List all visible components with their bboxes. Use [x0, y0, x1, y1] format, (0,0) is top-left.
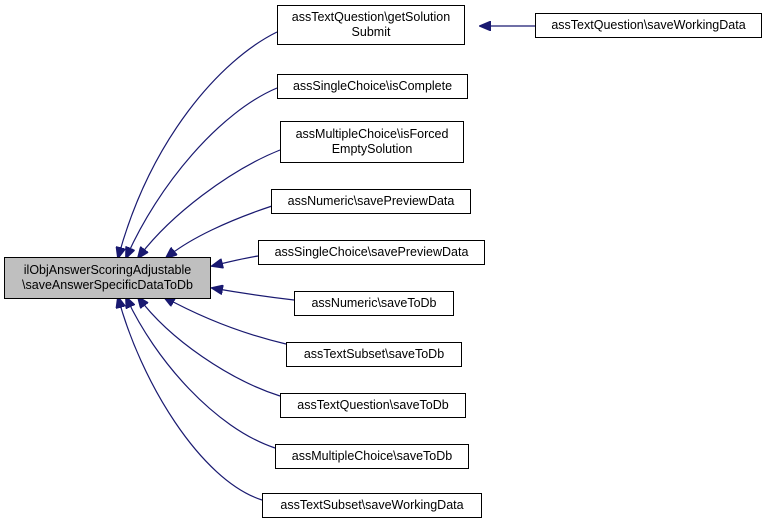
edge-multiplechoice-isforced — [138, 149, 281, 258]
caller-node-line1: assTextQuestion\saveToDb — [297, 398, 449, 412]
caller-node-textsubset-savetodb[interactable]: assTextSubset\saveToDb — [286, 342, 462, 367]
edge-getsolutionsubmit — [118, 31, 278, 258]
root-node[interactable]: ilObjAnswerScoringAdjustable \saveAnswer… — [4, 257, 211, 299]
caller-node-line1: assTextSubset\saveWorkingData — [280, 498, 464, 512]
caller-node-textsubset-saveworkingdata[interactable]: assTextSubset\saveWorkingData — [262, 493, 482, 518]
caller-node-line2: Submit — [351, 25, 391, 39]
edge-textsubset-savetodb — [164, 297, 287, 345]
second-level-node-line1: assTextQuestion\saveWorkingData — [551, 18, 746, 32]
edge-textquestion-savetodb — [138, 297, 281, 397]
caller-node-multiplechoice-savetodb[interactable]: assMultipleChoice\saveToDb — [275, 444, 469, 469]
caller-node-line1: assTextQuestion\getSolution — [291, 10, 451, 24]
edge-singlechoice-iscomplete — [126, 87, 278, 258]
caller-node-line1: assMultipleChoice\saveToDb — [291, 449, 453, 463]
caller-node-gettextquestion-getsolutionsubmit[interactable]: assTextQuestion\getSolution Submit — [277, 5, 465, 45]
caller-node-textquestion-savetodb[interactable]: assTextQuestion\saveToDb — [280, 393, 466, 418]
caller-node-numeric-savetodb[interactable]: assNumeric\saveToDb — [294, 291, 454, 316]
root-node-line1: ilObjAnswerScoringAdjustable — [23, 263, 192, 277]
caller-node-line1: assSingleChoice\savePreviewData — [274, 245, 469, 259]
caller-node-line2: EmptySolution — [331, 142, 413, 156]
caller-node-line1: assNumeric\saveToDb — [311, 296, 437, 310]
edge-numeric-savepreviewdata — [166, 205, 273, 258]
caller-node-line1: assSingleChoice\isComplete — [292, 79, 453, 93]
caller-node-line1: assNumeric\savePreviewData — [287, 194, 455, 208]
edge-multiplechoice-savetodb — [126, 297, 276, 449]
edge-textsubset-saveworkingdata — [118, 297, 263, 501]
second-level-node-textquestion-saveworkingdata[interactable]: assTextQuestion\saveWorkingData — [535, 13, 762, 38]
caller-node-singlechoice-iscomplete[interactable]: assSingleChoice\isComplete — [277, 74, 468, 99]
caller-node-multiplechoice-isforcedemptysolution[interactable]: assMultipleChoice\isForced EmptySolution — [280, 121, 464, 163]
caller-node-numeric-savepreviewdata[interactable]: assNumeric\savePreviewData — [271, 189, 471, 214]
root-node-line2: \saveAnswerSpecificDataToDb — [22, 278, 193, 292]
edge-singlechoice-savepreviewdata — [212, 255, 259, 266]
edge-numeric-savetodb — [212, 288, 295, 301]
caller-node-line1: assTextSubset\saveToDb — [303, 347, 445, 361]
caller-node-singlechoice-savepreviewdata[interactable]: assSingleChoice\savePreviewData — [258, 240, 485, 265]
caller-node-line1: assMultipleChoice\isForced — [295, 127, 449, 141]
